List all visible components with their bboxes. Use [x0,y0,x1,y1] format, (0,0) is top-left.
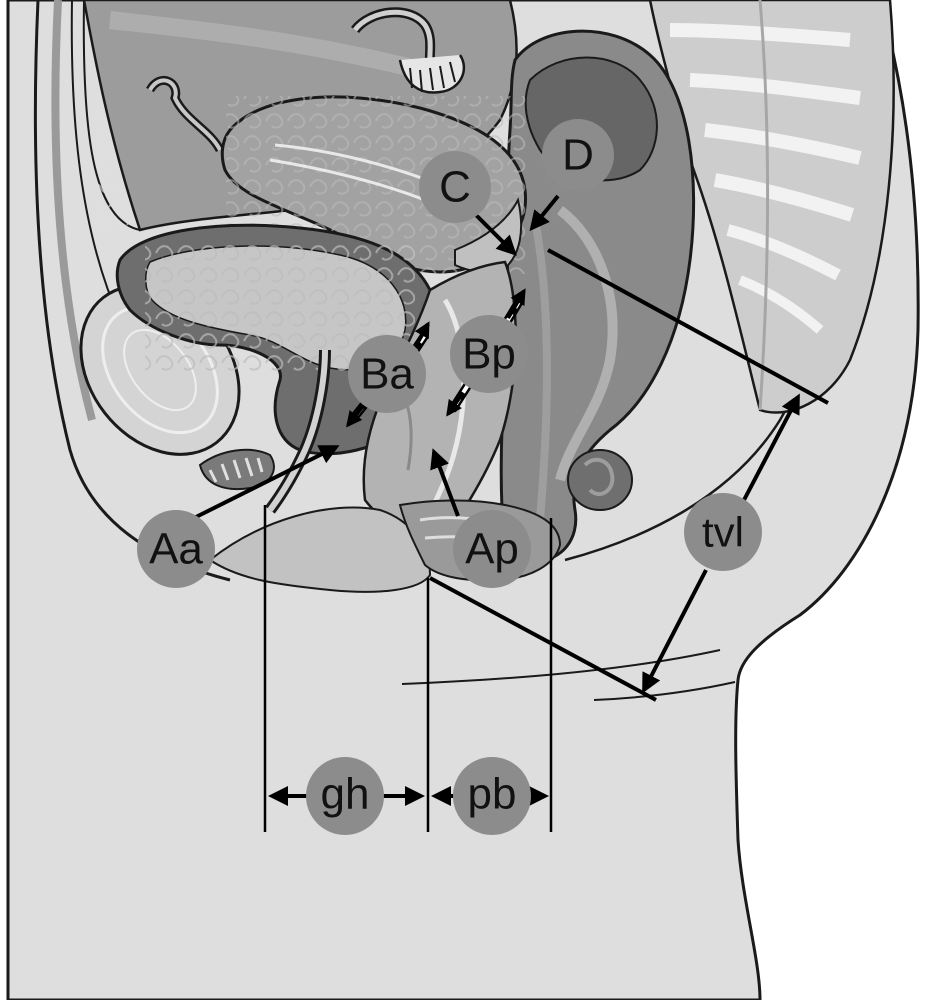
tvl-upper-arrow [742,393,800,501]
sacrum [648,0,895,414]
measurement-lines [263,248,829,832]
label-ba: Ba [348,335,426,413]
fimbriae [398,54,466,94]
tvl-lower-reference-line [429,576,657,702]
label-bp: Bp [450,315,528,393]
label-ap-circle [453,510,531,588]
label-c-circle [419,151,491,223]
label-pb-text: pb [468,770,517,819]
label-tvl-text: tvl [702,509,744,556]
label-tvl: tvl [684,493,762,571]
label-bp-text: Bp [462,330,516,379]
label-ba-circle [348,335,426,413]
tvl-upper-reference-line [547,248,829,405]
label-pb-circle [453,757,531,835]
label-c: C [419,151,491,223]
point-labels: Aa Ba C D Bp Ap tvl gh [137,119,762,835]
label-gh-circle [306,757,384,835]
tvl-lower-arrow [642,569,708,694]
label-ba-text: Ba [360,350,414,399]
label-gh: gh [306,757,384,835]
d-pointer-arrow [529,194,560,232]
label-ap-text: Ap [465,525,519,574]
label-d-circle [542,119,614,191]
label-d-text: D [562,131,594,180]
label-bp-circle [450,315,528,393]
label-aa-text: Aa [149,525,203,574]
label-pb: pb [453,757,531,835]
ap-pointer-arrow [430,448,460,517]
label-c-text: C [439,163,471,212]
label-tvl-circle [684,493,762,571]
aa-pointer-arrow [195,445,340,519]
label-aa: Aa [137,510,215,588]
label-gh-text: gh [321,770,370,819]
label-aa-circle [137,510,215,588]
c-pointer-arrow [474,213,517,256]
label-ap: Ap [453,510,531,588]
label-d: D [542,119,614,191]
